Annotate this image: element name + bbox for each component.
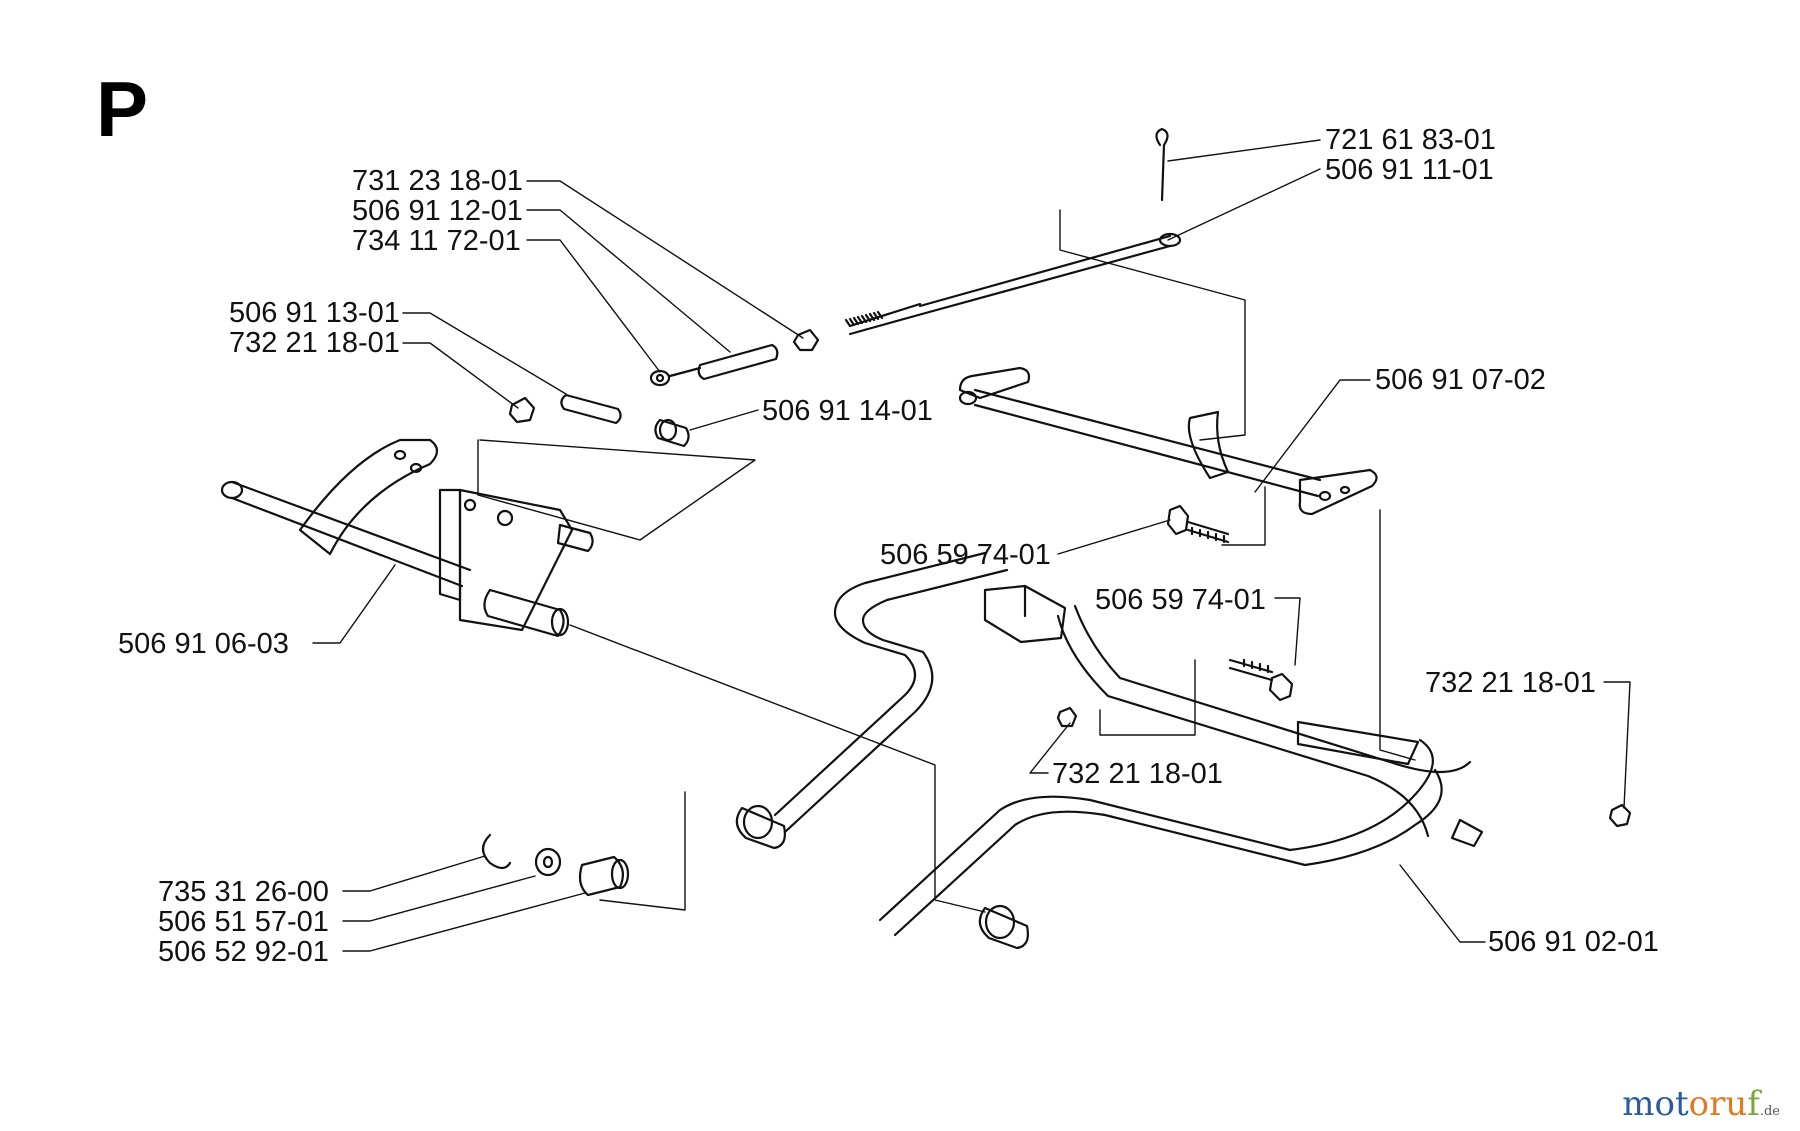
shaft-bracket-left [958,366,1031,400]
leader-506-91-14-01 [689,409,759,431]
frame-bushing-right [978,906,1029,950]
part-label-506-91-07-02: 506 91 07-02 [1375,364,1546,396]
adjustment-rod [649,127,1182,387]
assembly-guide-lines [477,209,1416,913]
part-label-506-91-14-01: 506 91 14-01 [762,395,933,427]
bolt-a-head [1166,504,1190,536]
leader-734-11-72-01 [526,239,661,373]
leader-735-31-26-00 [342,855,486,892]
part-label-506-59-74-01-a: 506 59 74-01 [880,539,1051,571]
watermark-tld: .de [1759,1104,1780,1119]
leader-506-59-74-01-a [1057,519,1171,555]
leader-506-51-57-01 [342,875,536,922]
left-small-parts [508,393,690,448]
guide-bolt-b [1099,659,1196,736]
watermark-part3: f [1747,1084,1760,1124]
part-label-506-51-57-01: 506 51 57-01 [158,906,329,938]
guide-pivot-bracket [477,439,756,541]
cotter-pin [1155,127,1169,202]
watermark-part1: mot [1622,1084,1689,1124]
part-label-735-31-26-00: 735 31 26-00 [158,876,329,908]
pin [560,393,622,425]
part-label-506-59-74-01-b: 506 59 74-01 [1095,584,1266,616]
part-label-506-91-12-01: 506 91 12-01 [352,195,523,227]
leader-506-52-92-01 [342,892,586,952]
pivot-sleeve [483,588,565,638]
leader-506-91-13-01 [402,312,567,395]
bushing-stack [481,833,630,897]
part-label-721-61-83-01: 721 61 83-01 [1325,124,1496,156]
leader-506-91-06-03 [312,564,396,644]
shaft-bracket-right [1298,468,1378,516]
spring [844,302,922,328]
washer [649,369,671,387]
leader-506-59-74-01-b [1274,597,1301,666]
leader-506-91-11-01 [1167,168,1321,241]
nut-left [508,396,536,424]
pivot-shaft [220,438,594,638]
guide-bolt-a [1221,486,1266,546]
part-label-506-91-06-03: 506 91 06-03 [118,628,289,660]
bolts [1056,504,1632,828]
guide-rod-to-shaft [1059,209,1246,441]
cross-shaft [958,366,1378,516]
watermark-logo: motoruf.de [1622,1087,1780,1121]
guide-arm-right [1379,509,1416,761]
part-label-506-52-92-01: 506 52 92-01 [158,936,329,968]
leader-732-21-18-01-c [1029,722,1071,774]
leader-506-91-07-02 [1254,379,1371,493]
bushing [654,418,690,448]
shaft-lever [1187,410,1230,480]
part-label-732-21-18-01-b: 732 21 18-01 [1425,667,1596,699]
part-label-732-21-18-01-c: 732 21 18-01 [1052,758,1223,790]
part-label-506-91-13-01: 506 91 13-01 [229,297,400,329]
nut-right [1608,803,1632,828]
leader-lines [312,139,1631,952]
pivot-bracket-body [458,488,574,632]
guide-bushing [599,791,686,911]
leader-731-23-18-01 [526,180,804,339]
part-label-734-11-72-01: 734 11 72-01 [352,225,521,257]
frame-pedal-bracket [1296,720,1420,766]
leader-506-91-02-01 [1399,864,1486,943]
spacer-sleeve [697,343,779,381]
leader-732-21-18-01-a [402,342,519,409]
pivot-arm [298,438,439,556]
leader-506-91-12-01 [526,209,731,353]
watermark-part2: oru [1688,1084,1748,1124]
lift-frame [735,551,1484,950]
part-label-732-21-18-01-a: 732 21 18-01 [229,327,400,359]
bracket-stud [556,523,594,553]
washer-flat [534,847,562,877]
bolt-b-head [1268,672,1294,702]
circlip [481,833,512,870]
nut-top [792,328,820,352]
frame-bushing-left [735,806,786,850]
part-label-506-91-11-01: 506 91 11-01 [1325,154,1494,186]
part-label-506-91-02-01: 506 91 02-01 [1488,926,1659,958]
guide-long [569,624,986,913]
part-label-731-23-18-01: 731 23 18-01 [352,165,523,197]
leader-721-61-83-01 [1167,139,1321,162]
frame-tab [1450,818,1484,848]
nut-middle [1056,706,1078,728]
section-letter: P [96,65,149,153]
leader-732-21-18-01-b [1603,681,1631,809]
